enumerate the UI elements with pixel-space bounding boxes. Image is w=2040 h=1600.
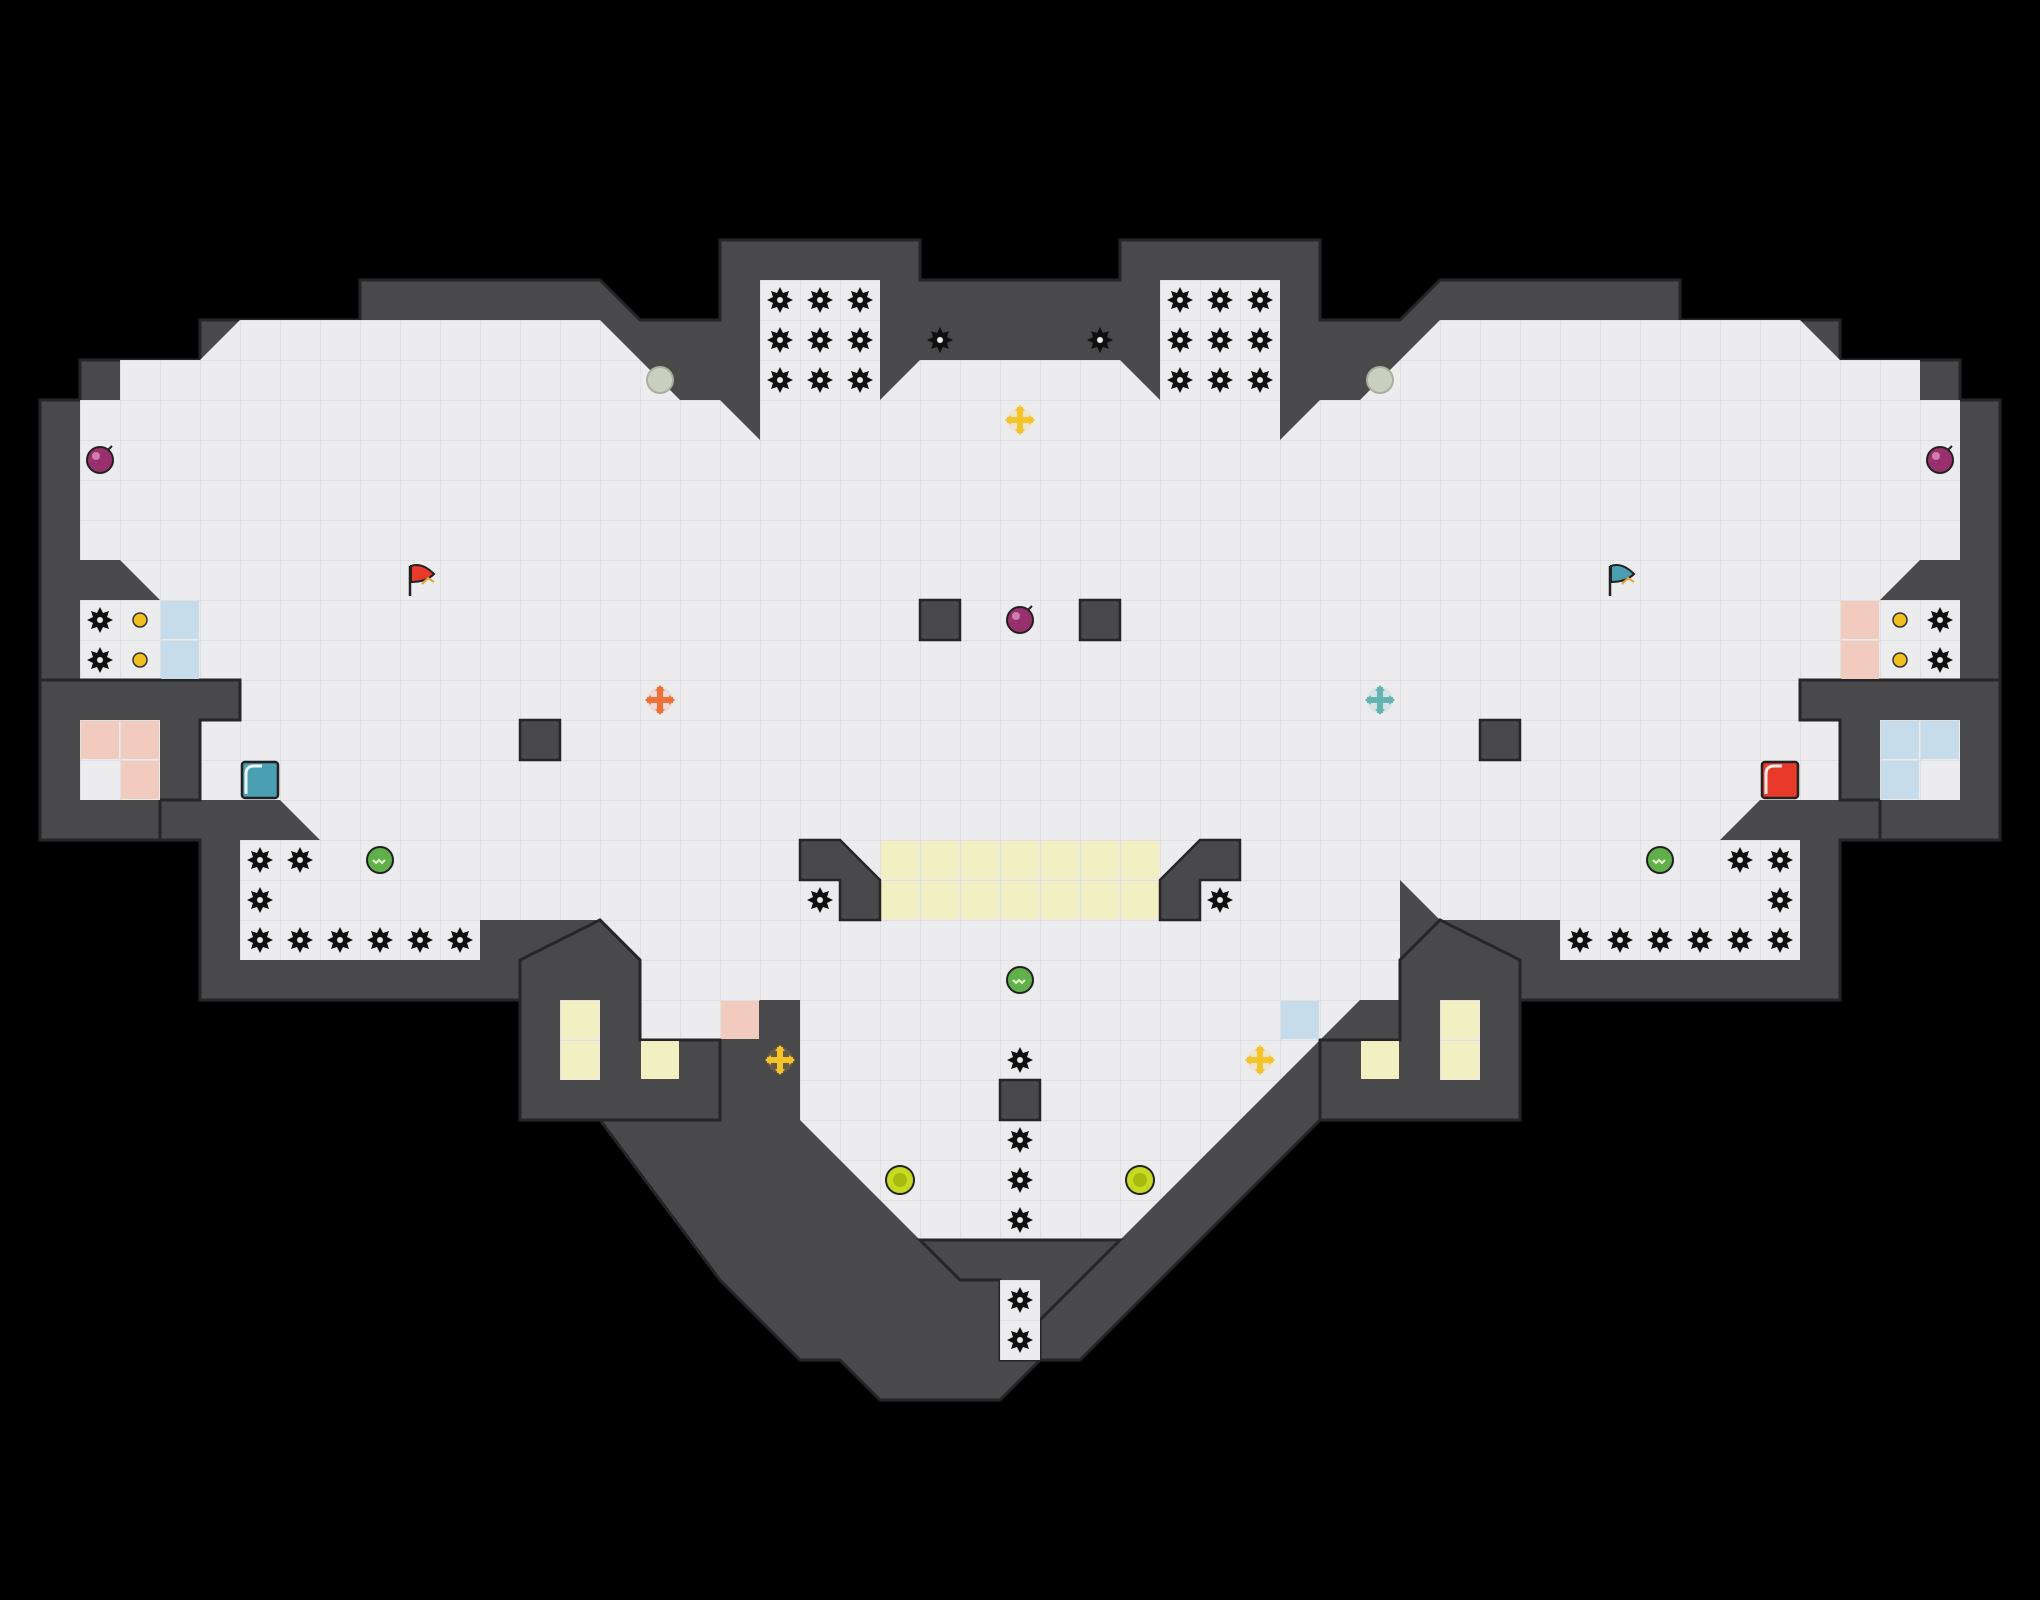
wall-block: [918, 598, 962, 642]
gate-tile-yellow: [561, 1041, 599, 1079]
gate-tile-yellow: [1081, 841, 1119, 879]
gate-tile-yellow: [881, 881, 919, 919]
gate-tile-yellow: [921, 841, 959, 879]
gate-tile-yellow: [881, 841, 919, 879]
gate-tile-yellow: [921, 881, 959, 919]
boost-tile-red: [81, 721, 119, 759]
bomb-icon: [86, 445, 114, 474]
boost-tile-blue: [161, 641, 199, 679]
boost-tile-red: [121, 721, 159, 759]
gate-tile-yellow: [1041, 841, 1079, 879]
juke-juice-icon: [1646, 846, 1674, 874]
gate-tile-yellow: [1441, 1041, 1479, 1079]
wall-block: [1478, 718, 1522, 762]
juke-juice-icon: [1006, 966, 1034, 994]
boost-tile-red: [721, 1001, 759, 1039]
gate-tile-yellow: [641, 1041, 679, 1079]
boost-tile-red: [1841, 601, 1879, 639]
juke-juice-icon: [366, 846, 394, 874]
wall-block: [1078, 598, 1122, 642]
rolling-bomb-icon: [885, 1165, 915, 1195]
boost-tile-blue: [1881, 721, 1919, 759]
gate-wall-left: [798, 838, 882, 922]
boost-tile-blue: [1881, 761, 1919, 799]
wall-block: [518, 718, 562, 762]
rolling-bomb-icon: [1125, 1165, 1155, 1195]
gate-tile-yellow: [1121, 841, 1159, 879]
button-icon: [1892, 652, 1908, 668]
button-icon: [1892, 612, 1908, 628]
neutral-bomb-icon: [1366, 366, 1394, 394]
gate-tile-yellow: [961, 881, 999, 919]
gate-tile-yellow: [1121, 881, 1159, 919]
button-icon: [132, 652, 148, 668]
boost-tile-red: [121, 761, 159, 799]
blue-flag-icon: [1608, 564, 1636, 596]
gate-tile-yellow: [561, 1001, 599, 1039]
wall-block: [998, 1078, 1042, 1122]
gate-tile-yellow: [1001, 881, 1039, 919]
gate-tile-yellow: [1081, 881, 1119, 919]
gate-tile-yellow: [1041, 881, 1079, 919]
blue-endzone-icon: [240, 760, 280, 800]
boost-tile-red: [1841, 641, 1879, 679]
gate-tile-yellow: [961, 841, 999, 879]
gate-wall-right: [1158, 838, 1242, 922]
neutral-bomb-icon: [646, 366, 674, 394]
floor: [80, 280, 1960, 1280]
boost-tile-blue: [1921, 721, 1959, 759]
bomb-icon: [1006, 605, 1034, 634]
boost-tile-blue: [161, 601, 199, 639]
button-icon: [132, 612, 148, 628]
red-endzone-icon: [1760, 760, 1800, 800]
bomb-icon: [1926, 445, 1954, 474]
gate-tile-yellow: [1001, 841, 1039, 879]
gate-tile-yellow: [1441, 1001, 1479, 1039]
red-flag-icon: [408, 564, 436, 596]
boost-tile-blue: [1281, 1001, 1319, 1039]
gate-tile-yellow: [1361, 1041, 1399, 1079]
